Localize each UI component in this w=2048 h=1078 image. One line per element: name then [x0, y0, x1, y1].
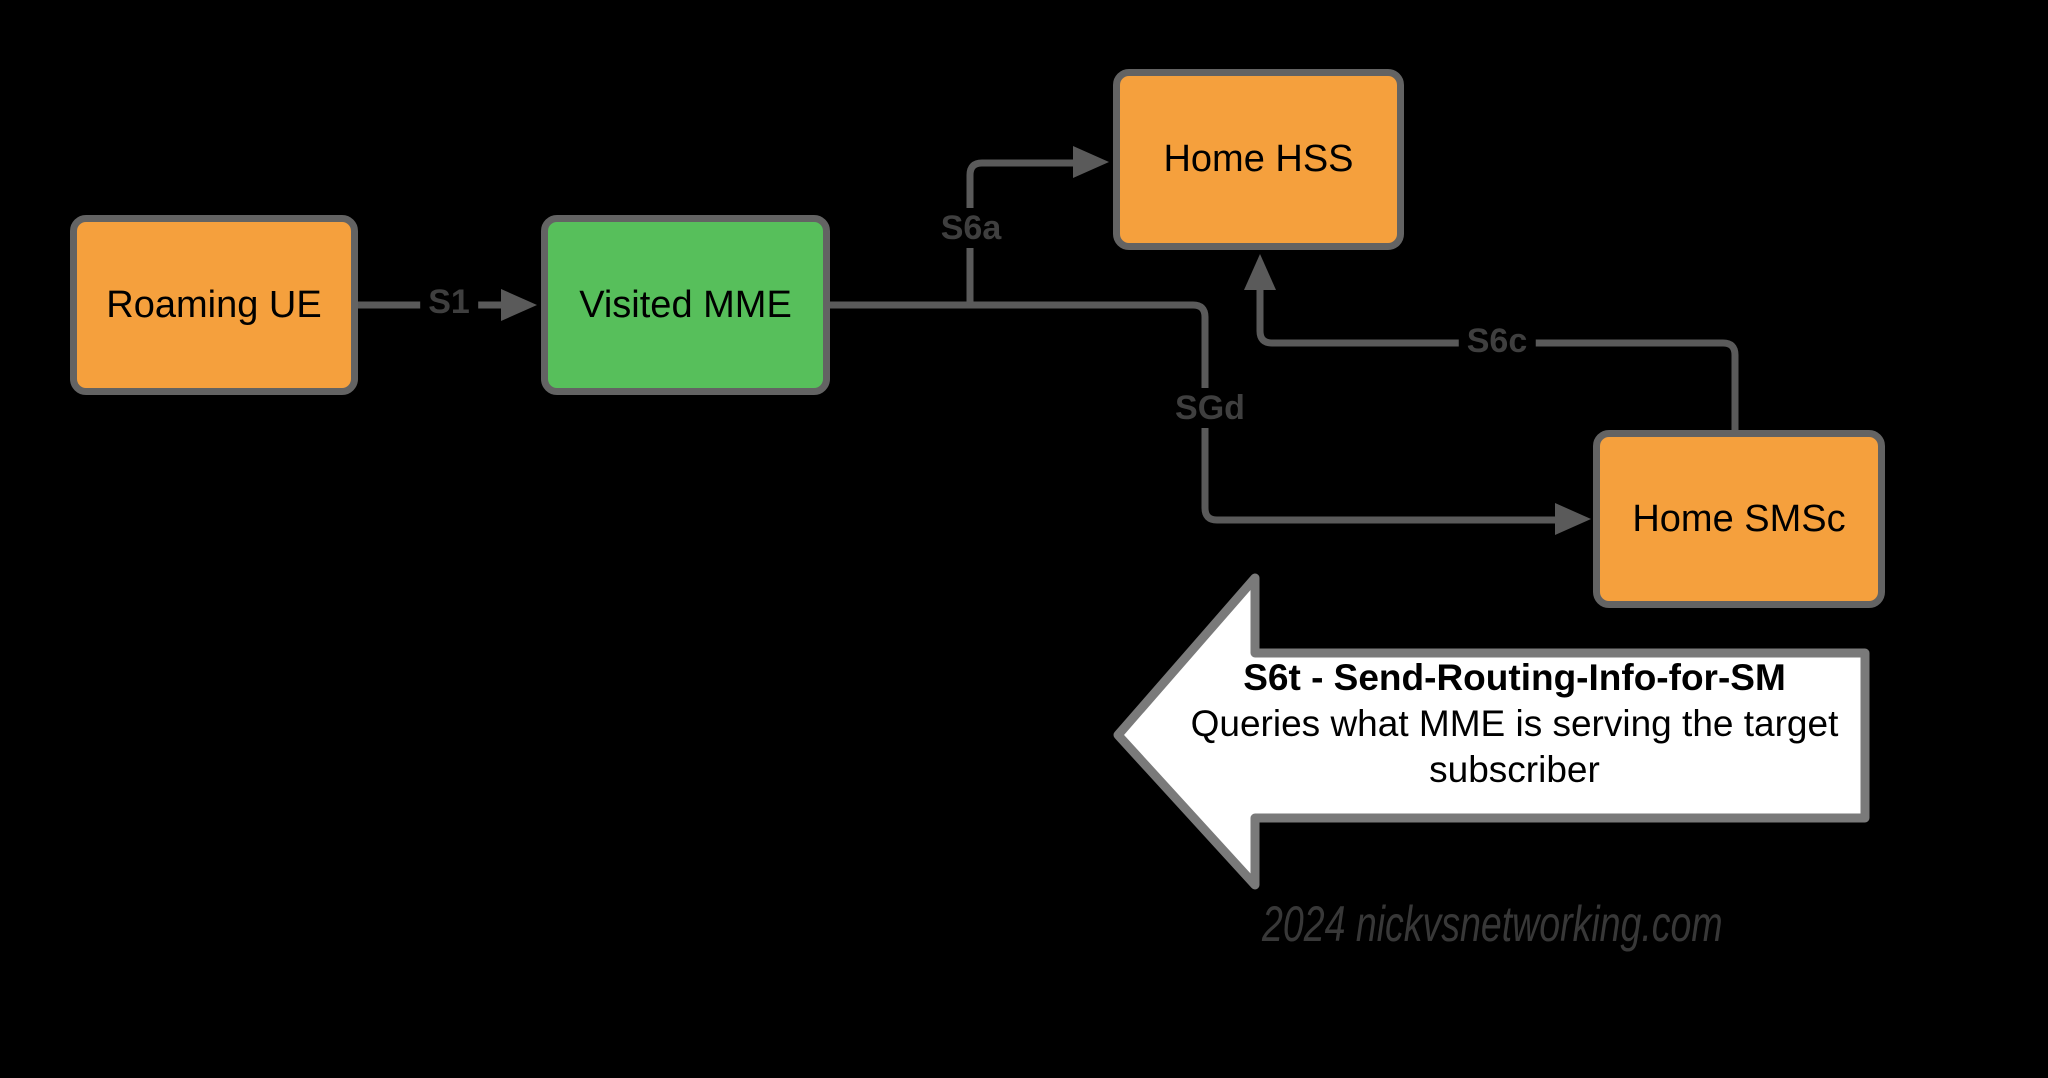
- callout-arrow-shape: [1113, 573, 1870, 890]
- link-label-s1: S1: [420, 282, 478, 322]
- node-home-hss-label: Home HSS: [1163, 138, 1354, 180]
- node-visited-mme-label: Visited MME: [579, 283, 792, 326]
- node-home-hss: Home HSS: [1113, 69, 1404, 250]
- s1-arrowhead-icon: [501, 289, 537, 321]
- callout-body: Queries what MME is serving the target s…: [1190, 703, 1839, 790]
- node-roaming-ue: Roaming UE: [70, 215, 358, 395]
- node-visited-mme: Visited MME: [541, 215, 830, 395]
- s6a-connector: [966, 159, 1073, 305]
- link-label-sgd: SGd: [1167, 388, 1253, 428]
- node-home-smsc-label: Home SMSc: [1632, 497, 1846, 540]
- node-home-smsc: Home SMSc: [1593, 430, 1885, 608]
- s6a-arrowhead-icon: [1073, 146, 1109, 178]
- link-label-s6a: S6a: [932, 208, 1010, 248]
- sgd-arrowhead-icon: [1555, 503, 1591, 535]
- node-roaming-ue-label: Roaming UE: [106, 283, 322, 326]
- watermark-text: 2024 nickvsnetworking.com: [1262, 896, 1723, 952]
- s6c-arrowhead-icon: [1244, 254, 1276, 290]
- callout-annotation: S6t - Send-Routing-Info-for-SM Queries w…: [1142, 655, 1887, 793]
- callout-title: S6t - Send-Routing-Info-for-SM: [1243, 657, 1786, 698]
- link-label-s6c: S6c: [1458, 321, 1536, 361]
